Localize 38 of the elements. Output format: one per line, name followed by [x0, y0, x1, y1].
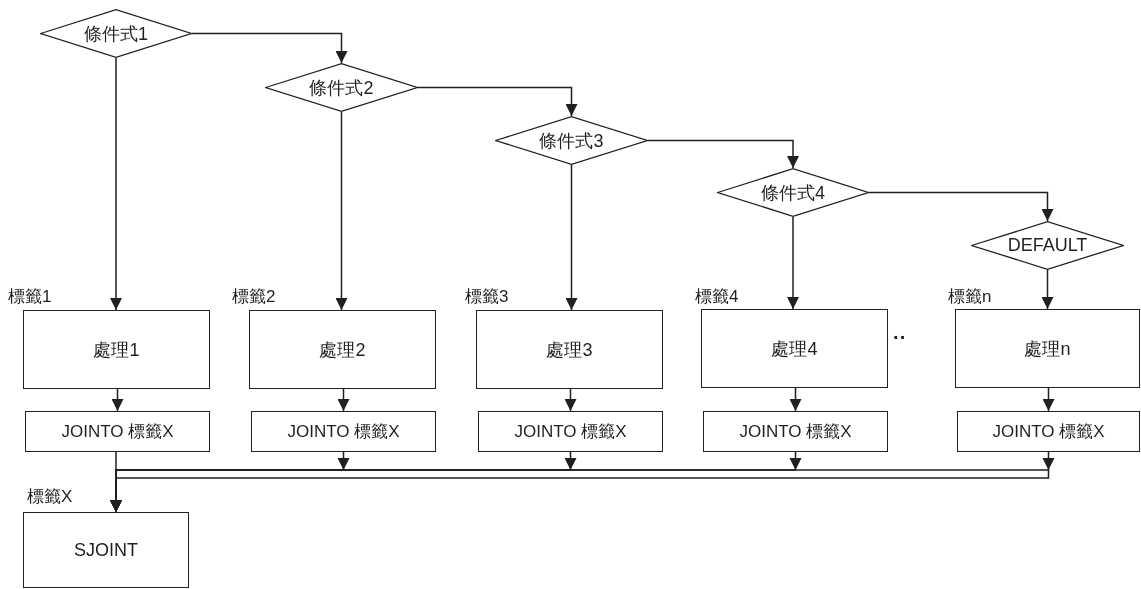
- arrow: [868, 191, 1054, 222]
- jump-box: JOINTO 標籤X: [25, 411, 210, 452]
- process-box: SJOINT: [23, 512, 189, 588]
- decision-diamond: DEFAULT: [971, 221, 1124, 270]
- process-box: 處理2: [249, 310, 436, 389]
- arrow: [1041, 269, 1054, 310]
- arrow: [787, 216, 799, 310]
- arrow: [417, 86, 578, 117]
- arrow: [1042, 387, 1055, 412]
- node-label: 標籤n: [948, 287, 992, 307]
- process-box: 處理3: [476, 310, 663, 389]
- node-label: 標籤4: [695, 287, 739, 307]
- arrow: [191, 32, 348, 64]
- arrow: [335, 111, 348, 311]
- arrow: [789, 387, 802, 412]
- jump-box: JOINTO 標籤X: [478, 411, 663, 452]
- process-box: 處理n: [955, 309, 1140, 388]
- arrow: [647, 139, 799, 169]
- arrow: [565, 164, 578, 311]
- jump-box: JOINTO 標籤X: [251, 411, 436, 452]
- node-label: 標籤2: [232, 287, 276, 307]
- arrow: [110, 451, 1055, 513]
- process-box: 處理4: [701, 309, 888, 388]
- decision-diamond: 條件式3: [495, 116, 648, 165]
- decision-diamond: 條件式4: [717, 168, 869, 217]
- arrow: [110, 57, 122, 311]
- arrow: [337, 388, 350, 412]
- node-label: 標籤3: [465, 287, 509, 307]
- decision-diamond: 條件式2: [265, 63, 418, 112]
- process-box: 處理1: [23, 310, 210, 389]
- jump-box: JOINTO 標籤X: [703, 411, 888, 452]
- arrow: [564, 388, 577, 412]
- jump-box: JOINTO 標籤X: [957, 411, 1140, 452]
- ellipsis-mark: ··: [893, 327, 907, 347]
- node-label: 標籤X: [27, 487, 73, 507]
- node-label: 標籤1: [8, 287, 52, 307]
- arrow: [111, 388, 124, 412]
- decision-diamond: 條件式1: [40, 9, 192, 58]
